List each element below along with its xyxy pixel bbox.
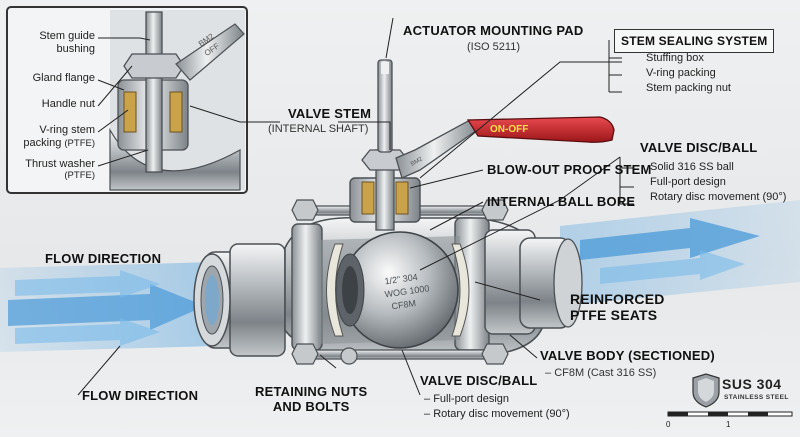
vring-text-2: packing (23, 136, 62, 149)
vring-text: V-ring stem (39, 124, 95, 136)
valve-stem-label: VALVE STEM (288, 106, 372, 121)
shield-icon (692, 373, 720, 408)
ball-stamp-line-3: CF8M (391, 298, 417, 311)
badge-subtitle: STAINLESS STEEL (724, 394, 789, 401)
disc-ball-bottom-item-text: Rotary disc movement (90°) (433, 408, 570, 420)
stem-sealing-item: Stem packing nut (646, 82, 731, 94)
handle-stamp: BM2 (410, 156, 424, 168)
disc-ball-right-item: Solid 316 SS ball (650, 161, 734, 173)
vring-text-3: (PTFE) (64, 137, 95, 149)
disc-ball-bottom-item-text: Full-port design (433, 393, 510, 405)
actuator-pad-label: ACTUATOR MOUNTING PAD (403, 23, 584, 38)
retaining-nuts-line-1: RETAINING NUTS (255, 384, 368, 399)
internal-bore-label: INTERNAL BALL BORE (487, 194, 636, 209)
disc-ball-bottom-item: – Full-port design (424, 393, 510, 405)
inset-label-vring: V-ring stem packing (PTFE) (23, 124, 95, 150)
reinforced-seats-line-2: PTFE SEATS (570, 307, 658, 324)
badge-title: SUS 304 (722, 376, 782, 392)
retaining-bolts (291, 199, 509, 365)
stem-sealing-item: Stuffing box (646, 52, 704, 64)
valve-body-material: CF8M (Cast 316 SS) (554, 367, 657, 379)
inset-label-gland-flange: Gland flange (32, 72, 95, 84)
retaining-nuts-line-2: AND BOLTS (272, 398, 350, 414)
leader-lines (77, 17, 634, 396)
disc-ball-bottom-title: VALVE DISC/BALL (420, 373, 538, 388)
flow-direction-top-label: FLOW DIRECTION (45, 251, 162, 266)
scale-bar (667, 411, 793, 417)
stem-sealing-list: Stuffing box V-ring packing Stem packing… (646, 51, 731, 96)
valve-body-label: VALVE BODY (SECTIONED) (540, 348, 715, 363)
reinforced-seats-line-1: REINFORCED (570, 291, 665, 307)
valve-body-sub: – CF8M (Cast 316 SS) (545, 367, 657, 379)
thrust-text-2: (PTFE) (64, 169, 95, 181)
left-end-connector (193, 243, 286, 357)
inset-label-handle-nut: Handle nut (41, 98, 95, 110)
blowout-stem-label: BLOW-OUT PROOF STEM (487, 162, 652, 177)
stem-guide-text: Stem guide (39, 30, 95, 42)
flow-direction-bottom-label: FLOW DIRECTION (82, 388, 199, 403)
stem-sealing-title-box: STEM SEALING SYSTEM (614, 29, 775, 54)
reinforced-seats-label: REINFORCED PTFE SEATS (570, 291, 665, 323)
disc-ball-bottom-item: – Rotary disc movement (90°) (424, 408, 570, 420)
thrust-text: Thrust washer (25, 158, 95, 170)
scale-label-0: 0 (666, 420, 671, 429)
handle-label: ON-OFF (490, 124, 528, 135)
disc-ball-right-item: Full-port design (650, 176, 726, 188)
disc-ball-bottom-list: – Full-port design – Rotary disc movemen… (424, 392, 570, 422)
valve-handle: ON-OFF BM2 (395, 116, 615, 179)
scale-label-1: 1 (726, 420, 731, 429)
inset-label-thrust-washer: Thrust washer (PTFE) (25, 158, 95, 182)
ball-stamp-line-1: 1/2" 304 (384, 272, 418, 287)
disc-ball-right-item: Rotary disc movement (90°) (650, 191, 787, 203)
right-end-connector (484, 229, 583, 335)
disc-ball-right-list: Solid 316 SS ball Full-port design Rotar… (650, 160, 786, 205)
stem-sealing-title: STEM SEALING SYSTEM (621, 34, 768, 48)
flow-stream-right (560, 200, 800, 306)
retaining-nuts-label: RETAINING NUTS AND BOLTS (255, 384, 368, 415)
stem-neck (349, 59, 421, 231)
valve-stem-sub: (INTERNAL SHAFT) (268, 123, 369, 135)
flow-stream-left (0, 262, 215, 352)
actuator-pad-sub: (ISO 5211) (467, 41, 520, 53)
disc-ball-right-title: VALVE DISC/BALL (640, 140, 758, 155)
stem-guide-text-2: bushing (56, 42, 95, 55)
stem-sealing-item: V-ring packing (646, 67, 716, 79)
inset-label-stem-guide: Stem guide bushing (39, 30, 95, 55)
ptfe-seats (326, 243, 470, 337)
stem-detail-inset: BM2 OFF (6, 6, 248, 194)
